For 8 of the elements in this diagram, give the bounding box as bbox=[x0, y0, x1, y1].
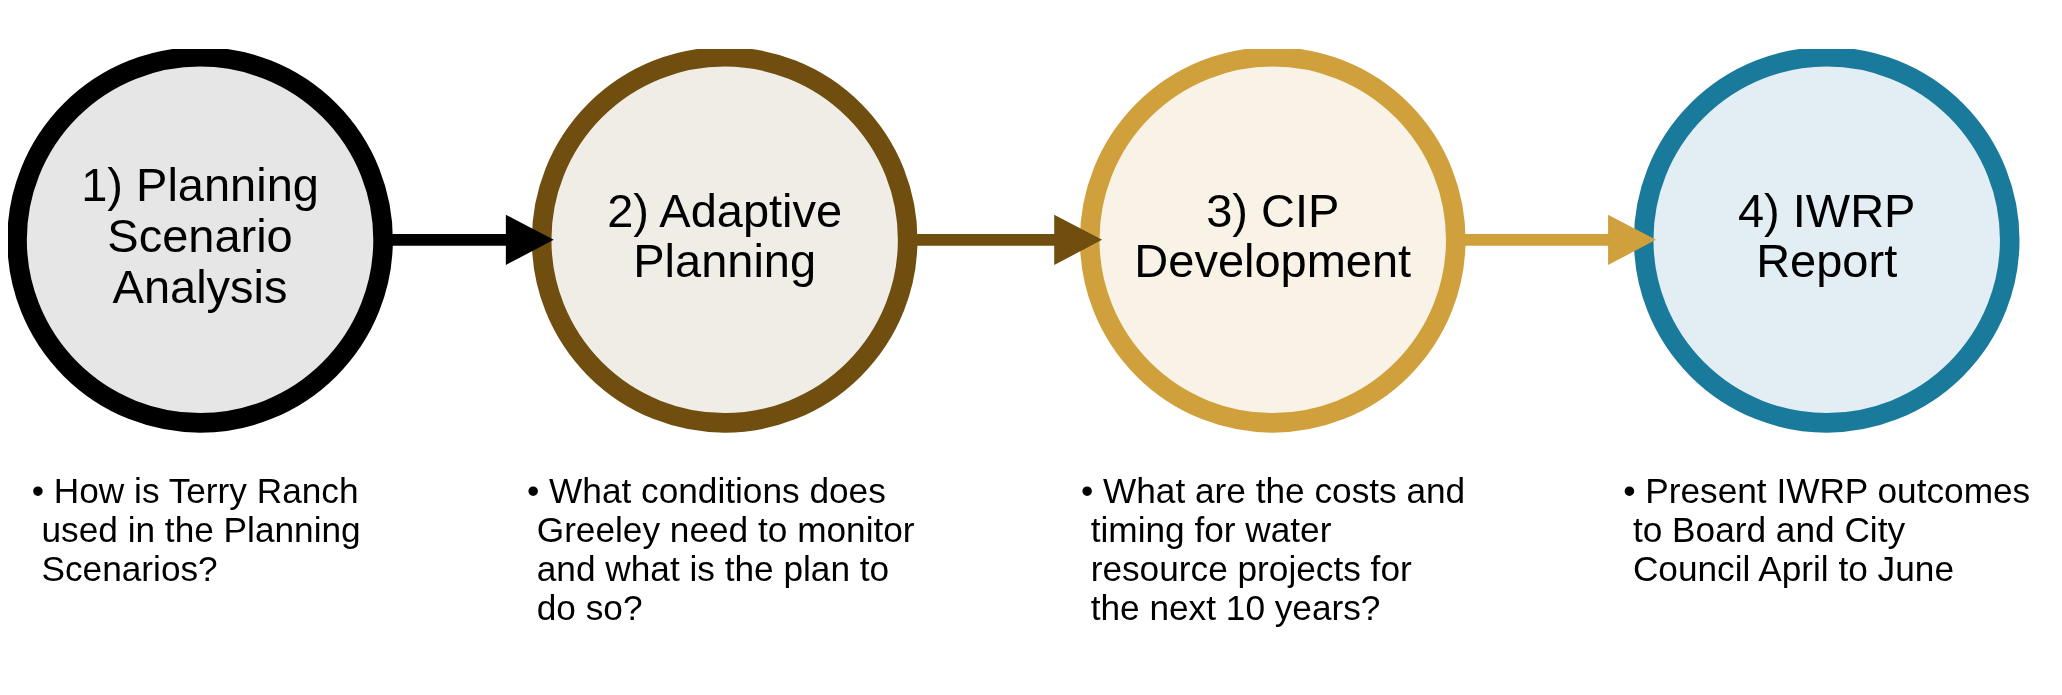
node-label: • What conditions does Greeley need to monitor and what is the plan to do so? bbox=[526, 470, 915, 627]
node-label: • Present IWRP outcomes to Board and City Council April to June bbox=[1623, 470, 2031, 588]
node-label: • What are the costs and timing for water resource projects for the next 10 years? bbox=[1080, 470, 1466, 627]
node-circle: 4) IWRP Report bbox=[1633, 48, 2020, 433]
node-label: • How is Terry Ranch used in the Planning Scenarios? bbox=[31, 470, 361, 588]
node-circle: 3) CIP Development bbox=[1079, 48, 1466, 433]
node-circle: 2) Adaptive Planning bbox=[531, 48, 918, 433]
node-circle: 1) Planning Scenario Analysis bbox=[8, 48, 393, 433]
